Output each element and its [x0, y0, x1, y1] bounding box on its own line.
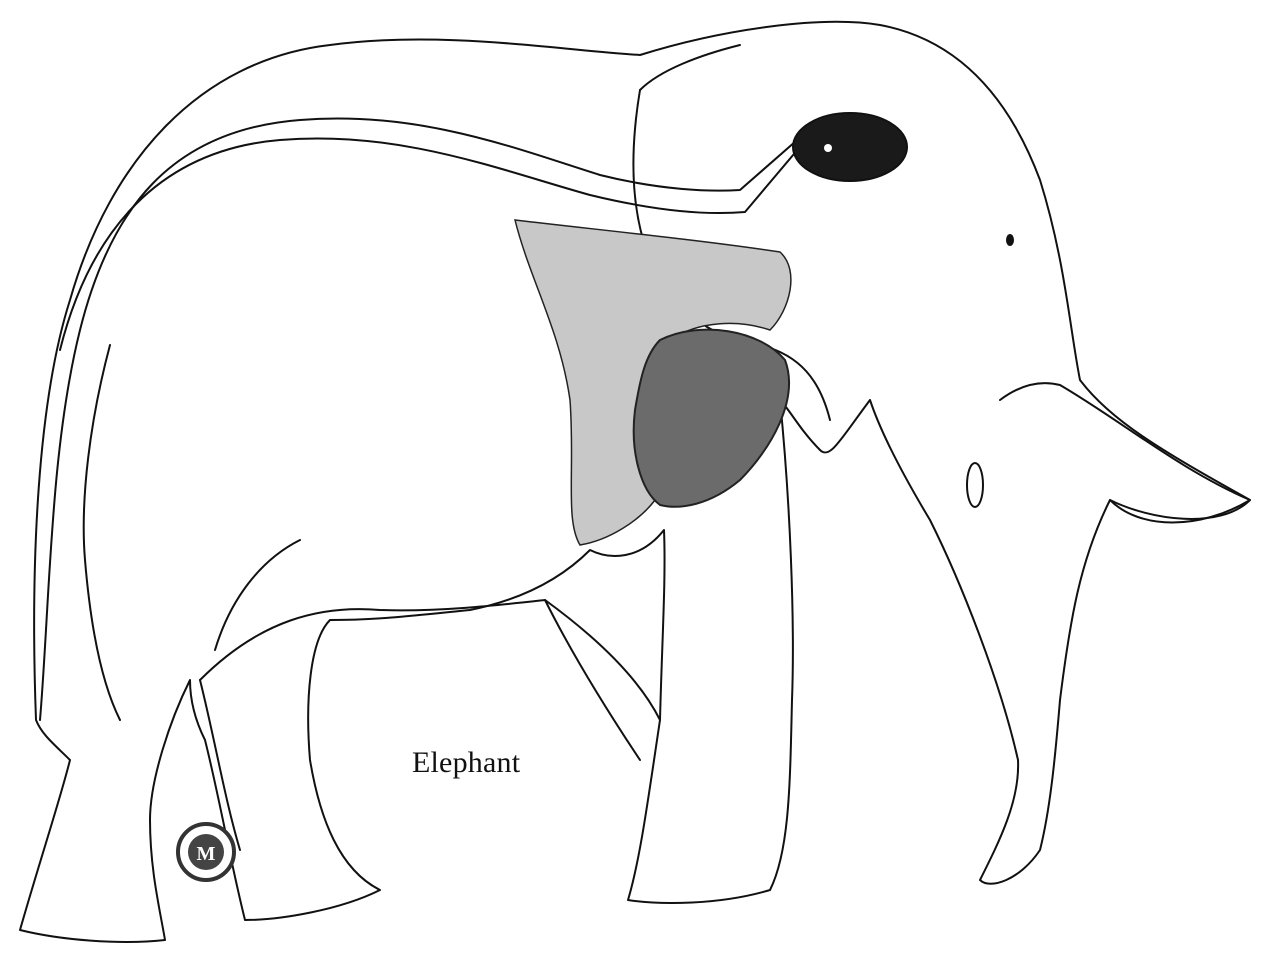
eye [1006, 234, 1014, 246]
mouth-detail [967, 463, 983, 507]
rear-leg-line [84, 345, 120, 720]
publisher-seal: M [178, 824, 234, 880]
front-leg-line [545, 600, 640, 760]
ear-front-line [640, 45, 740, 90]
hind-knee-line [215, 540, 300, 650]
seal-glyph: M [197, 843, 216, 865]
diagram-caption: Elephant [412, 746, 520, 780]
shoulder-line [200, 600, 660, 720]
tusk-outline [1000, 383, 1250, 519]
heart-region [634, 330, 789, 507]
brain-region [793, 113, 907, 181]
brain-highlight [824, 144, 832, 152]
